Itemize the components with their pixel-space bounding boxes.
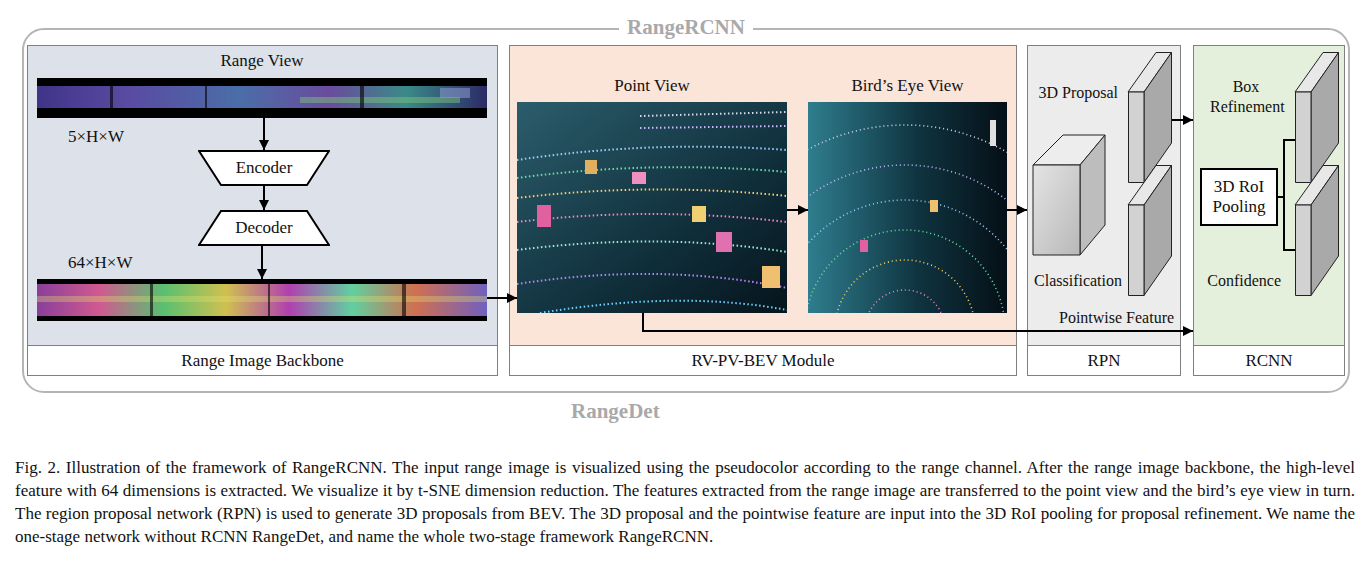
scan-line — [517, 241, 787, 252]
module-panel: RCNNBox Refinement3D RoI PoolingConfiden… — [1193, 45, 1345, 376]
output-label: Confidence — [1207, 271, 1281, 291]
connector-arrow — [1007, 209, 1027, 211]
bev-ring — [808, 125, 1007, 313]
panel-label: RCNN — [1194, 345, 1344, 375]
range-gap — [110, 86, 113, 108]
view-heading: 64×H×W — [68, 253, 133, 273]
connector-arrow — [787, 209, 808, 211]
slab-outline — [1295, 165, 1339, 296]
range-view-image — [37, 78, 487, 118]
bev-object — [860, 240, 868, 252]
pooling-box: 3D RoI Pooling — [1200, 168, 1278, 226]
bev-ring — [835, 260, 975, 313]
connector-arrow — [263, 186, 265, 210]
view-heading: Point View — [517, 76, 787, 96]
bev-ring — [808, 165, 1007, 313]
slab-side — [1311, 166, 1339, 296]
bev-object — [990, 120, 996, 146]
connector-arrow — [1172, 119, 1193, 121]
connector-arrow — [261, 246, 263, 279]
image-ground — [808, 102, 1007, 313]
cube-front — [1033, 165, 1080, 255]
connector-label: Pointwise Feature — [1057, 308, 1176, 327]
connector-arrow — [487, 297, 517, 299]
group-label: RangeDet — [571, 399, 660, 424]
feature-gap — [402, 284, 406, 316]
scan-line — [517, 214, 787, 222]
slab-side — [1311, 53, 1339, 183]
decoder-trapezoid: Decoder — [198, 210, 330, 246]
feature-band — [37, 284, 487, 316]
bev-ring — [808, 230, 1005, 313]
feature-band-detail — [37, 296, 487, 302]
panel-label: RPN — [1028, 345, 1180, 375]
range-band-detail — [300, 97, 460, 103]
bev-image — [808, 102, 1007, 313]
trapezoid-shape — [199, 151, 329, 185]
scan-lines — [517, 112, 787, 313]
car-points — [762, 266, 780, 288]
bev-ring — [808, 200, 1007, 313]
scan-line — [640, 112, 787, 116]
bev-ring — [865, 290, 945, 313]
slab-side — [1144, 166, 1172, 296]
feature-gap — [150, 284, 153, 316]
output-slab: Box Refinement — [1295, 52, 1339, 183]
image-ground — [517, 102, 787, 313]
connector-arrow — [263, 118, 265, 150]
range-band — [37, 86, 487, 108]
slab-outline — [1128, 165, 1172, 296]
panel-label: RV-PV-BEV Module — [510, 345, 1016, 375]
car-points — [632, 172, 646, 184]
slab-front — [1129, 205, 1145, 296]
slab-front — [1296, 92, 1312, 183]
range-gap — [205, 86, 207, 108]
car-points — [585, 160, 597, 174]
output-label: Box Refinement — [1210, 77, 1282, 117]
point-view-image — [517, 102, 787, 313]
output-slab: 3D Proposal — [1128, 52, 1172, 183]
slab-front — [1129, 92, 1145, 183]
output-slab: Confidence — [1295, 165, 1339, 296]
block-label: Decoder — [235, 218, 293, 238]
bev-object — [930, 200, 938, 212]
figure-caption: Fig. 2. Illustration of the framework of… — [15, 456, 1355, 548]
scan-line — [517, 147, 787, 160]
range-gap — [360, 86, 364, 108]
scan-line — [640, 126, 787, 128]
car-points — [692, 206, 706, 222]
view-heading: Range View — [37, 51, 487, 71]
output-slab: Classification — [1128, 165, 1172, 296]
car-points — [537, 205, 551, 227]
bev-rings — [808, 125, 1007, 313]
scan-line — [517, 167, 787, 178]
scan-line — [540, 301, 787, 313]
slab-outline — [1128, 52, 1172, 183]
image-ground — [37, 279, 487, 321]
feature-image — [37, 279, 487, 321]
framework-title: RangeRCNN — [619, 14, 753, 40]
dimension-label: 5×H×W — [68, 126, 124, 147]
block-label: Encoder — [236, 158, 293, 178]
slab-side — [1144, 53, 1172, 183]
slab-outline — [1295, 52, 1339, 183]
view-heading: Bird’s Eye View — [808, 76, 1007, 96]
output-label: 3D Proposal — [1038, 83, 1118, 103]
slab-front — [1296, 205, 1312, 296]
scan-line — [517, 274, 787, 288]
output-label: Classification — [1034, 271, 1122, 291]
trapezoid-shape — [199, 211, 329, 245]
car-points — [716, 232, 732, 252]
scan-line — [517, 189, 787, 198]
panel-label: Range Image Backbone — [28, 345, 497, 375]
feature-gap — [268, 284, 270, 316]
image-ground — [37, 78, 487, 118]
encoder-trapezoid: Encoder — [198, 150, 330, 186]
range-band-detail — [440, 88, 470, 98]
block-label: 3D RoI Pooling — [1205, 177, 1273, 217]
